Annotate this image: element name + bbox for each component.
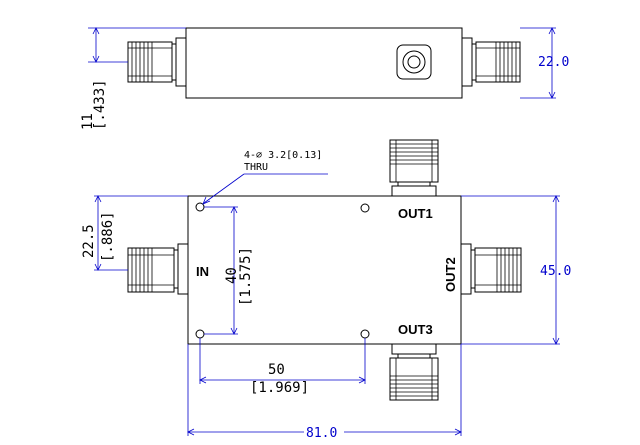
dim-height-label: 22.0 <box>538 55 569 70</box>
mount-hole-br <box>360 329 370 339</box>
side-right-connector <box>461 37 521 87</box>
dim-length-81: 81.0 <box>187 344 462 441</box>
dim-in-offset-in: [.886] <box>100 211 116 262</box>
out1-connector <box>389 139 439 197</box>
out3-connector <box>389 343 439 401</box>
dim-length-label: 81.0 <box>306 426 337 441</box>
hole-note: 4-∅ 3.2[0.13] THRU <box>202 150 328 205</box>
label-in: IN <box>196 264 209 279</box>
label-out3: OUT3 <box>398 322 433 337</box>
label-out1: OUT1 <box>398 206 433 221</box>
top-view: IN OUT1 OUT3 OUT2 4-∅ 3.2[0.13] THRU 22.… <box>81 139 571 441</box>
label-out2: OUT2 <box>443 257 458 292</box>
hole-note-text: 4-∅ 3.2[0.13] <box>244 150 322 161</box>
hole-note-thru: THRU <box>244 162 268 173</box>
dim-hole-pitch-h-mm: 50 <box>268 362 285 378</box>
terminator-port-circle <box>396 44 432 80</box>
dim-height-22: 22.0 <box>520 27 569 99</box>
dim-hole-pitch-v-in: [1.575] <box>238 247 254 306</box>
dim-hole-pitch-h: 50 [1.969] <box>199 338 366 396</box>
side-view: 22.0 11 [.433] <box>80 27 569 130</box>
dim-in-offset: 22.5 [.886] <box>81 195 188 271</box>
side-left-connector <box>127 37 187 87</box>
dim-in-offset-mm: 22.5 <box>81 224 97 258</box>
dim-hole-pitch-v: 40 [1.575] <box>204 206 254 335</box>
mount-hole-bl <box>195 329 205 339</box>
mount-hole-tr <box>360 203 370 213</box>
dim-hole-pitch-h-in: [1.969] <box>250 380 309 396</box>
dim-hole-pitch-v-mm: 40 <box>224 267 240 284</box>
side-view-body <box>185 27 463 99</box>
dim-flange-11: 11 [.433] <box>80 27 186 130</box>
dim-flange-mm: 11 <box>80 113 96 130</box>
dim-width-45: 45.0 <box>461 195 571 345</box>
out2-connector <box>460 243 522 295</box>
dim-width-label: 45.0 <box>540 264 571 279</box>
in-connector <box>127 243 189 295</box>
dim-flange-in: [.433] <box>92 79 108 130</box>
